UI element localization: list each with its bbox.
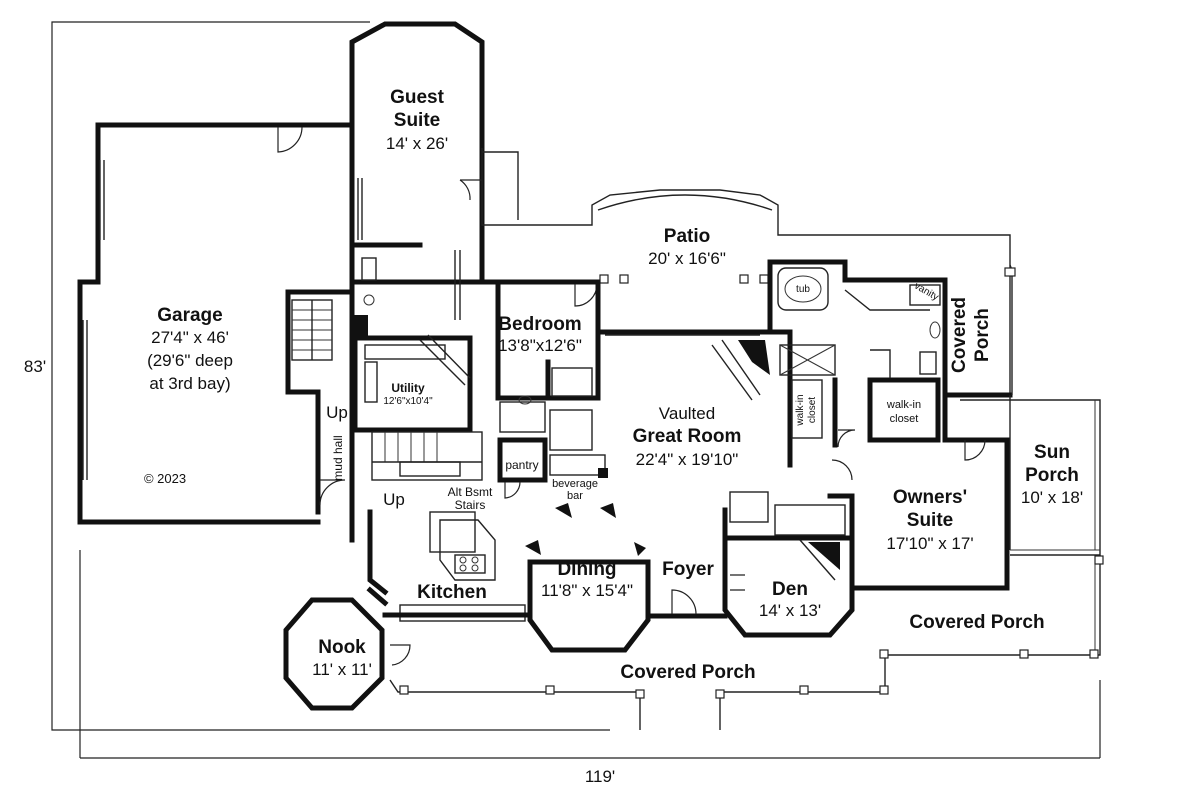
room-labels: Guest Suite 14' x 26' Garage 27'4" x 46'… xyxy=(144,87,1083,683)
small-labels: mud hall Up Up Alt Bsmt Stairs pantry be… xyxy=(326,281,940,512)
right-covered-porch xyxy=(879,264,1104,690)
guest-suite-walls xyxy=(349,21,485,320)
garage-size: 27'4" x 46' xyxy=(151,328,229,347)
great-room-size: 22'4" x 19'10" xyxy=(636,450,739,469)
dining-size: 11'8" x 15'4" xyxy=(541,581,633,600)
beverage-label-2: bar xyxy=(567,490,583,502)
patio-name: Patio xyxy=(664,226,710,247)
owners-suite-walls xyxy=(827,392,1013,591)
vanity-label: vanity xyxy=(912,281,940,304)
den-size: 14' x 13' xyxy=(759,601,821,620)
great-room-name-1: Vaulted xyxy=(659,404,715,423)
beverage-label-1: beverage xyxy=(552,478,598,490)
east-porch-name: Covered Porch xyxy=(909,612,1044,633)
right-porch-name-2: Porch xyxy=(972,308,993,362)
foyer-walls xyxy=(645,574,745,619)
dining-name: Dining xyxy=(557,559,616,580)
kitchen-name: Kitchen xyxy=(417,582,487,603)
nook-walls xyxy=(283,586,411,711)
bedroom-walls xyxy=(479,279,601,451)
sun-porch-walls xyxy=(960,399,1101,556)
nook-size: 11' x 11' xyxy=(312,660,372,679)
pantry-walls xyxy=(497,437,608,499)
den-walls xyxy=(722,491,855,638)
alt-stairs-label-2: Stairs xyxy=(455,498,486,512)
guest-suite-name-2: Suite xyxy=(394,110,440,131)
width-label: 119' xyxy=(585,767,615,786)
walkin-closet-1-b: closet xyxy=(807,397,818,423)
walkin-closet-2-b: closet xyxy=(890,413,919,425)
depth-label: 83' xyxy=(24,357,46,376)
copyright: © 2023 xyxy=(144,471,186,486)
sun-porch-name-2: Porch xyxy=(1025,465,1079,486)
utility-name: Utility xyxy=(391,381,425,395)
sun-porch-size: 10' x 18' xyxy=(1021,488,1083,507)
sun-porch-name-1: Sun xyxy=(1034,442,1070,463)
right-porch-name-1: Covered xyxy=(949,297,970,373)
dining-walls xyxy=(525,503,651,653)
owners-bath xyxy=(777,267,941,448)
walkin-closet-2-a: walk-in xyxy=(886,399,921,411)
garage-note-1: (29'6" deep xyxy=(147,351,233,370)
foyer-name: Foyer xyxy=(662,559,714,580)
up-label-2: Up xyxy=(383,490,405,509)
utility-size: 12'6"x10'4" xyxy=(383,396,433,407)
guest-suite-size: 14' x 26' xyxy=(386,134,448,153)
patio-size: 20' x 16'6" xyxy=(648,249,726,268)
garage-note-2: at 3rd bay) xyxy=(149,374,230,393)
kitchen-walls xyxy=(367,509,533,622)
owners-suite-size: 17'10" x 17' xyxy=(886,534,973,553)
alt-stairs-label-1: Alt Bsmt xyxy=(448,485,493,499)
patio-outline xyxy=(481,148,1011,395)
bedroom-size: 13'8"x12'6" xyxy=(498,336,582,355)
tub-label: tub xyxy=(796,284,810,295)
walkin-closet-1-a: walk-in xyxy=(795,394,806,426)
den-name: Den xyxy=(772,579,808,600)
mud-hall-label: mud hall xyxy=(331,435,345,480)
garage-name: Garage xyxy=(157,305,222,326)
dimension-lines xyxy=(51,21,1101,759)
stairs-mudhall xyxy=(285,289,368,543)
front-covered-porch xyxy=(389,679,889,730)
great-room-name-2: Great Room xyxy=(633,426,742,447)
bedroom-name: Bedroom xyxy=(498,314,581,335)
up-label-1: Up xyxy=(326,403,348,422)
nook-name: Nook xyxy=(318,637,366,658)
owners-suite-name-1: Owners' xyxy=(893,487,967,508)
great-room-walls xyxy=(595,259,948,468)
alt-stairs xyxy=(371,431,483,481)
overall-dimension-labels: 83' 119' xyxy=(24,357,615,786)
utility-walls xyxy=(352,334,473,433)
owners-suite-name-2: Suite xyxy=(907,510,953,531)
guest-suite-name-1: Guest xyxy=(390,87,445,108)
pantry-label: pantry xyxy=(505,458,538,472)
front-porch-name: Covered Porch xyxy=(620,662,755,683)
